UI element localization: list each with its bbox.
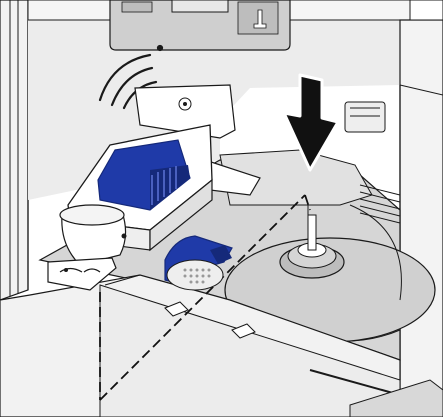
drain-filter — [279, 205, 345, 279]
display-panel-icon — [109, 0, 291, 51]
spout-detail — [344, 101, 386, 133]
down-arrow-icon — [282, 73, 340, 172]
container-assembly — [47, 84, 261, 291]
blue-filter-part — [164, 235, 233, 291]
guide-lines — [99, 194, 311, 401]
